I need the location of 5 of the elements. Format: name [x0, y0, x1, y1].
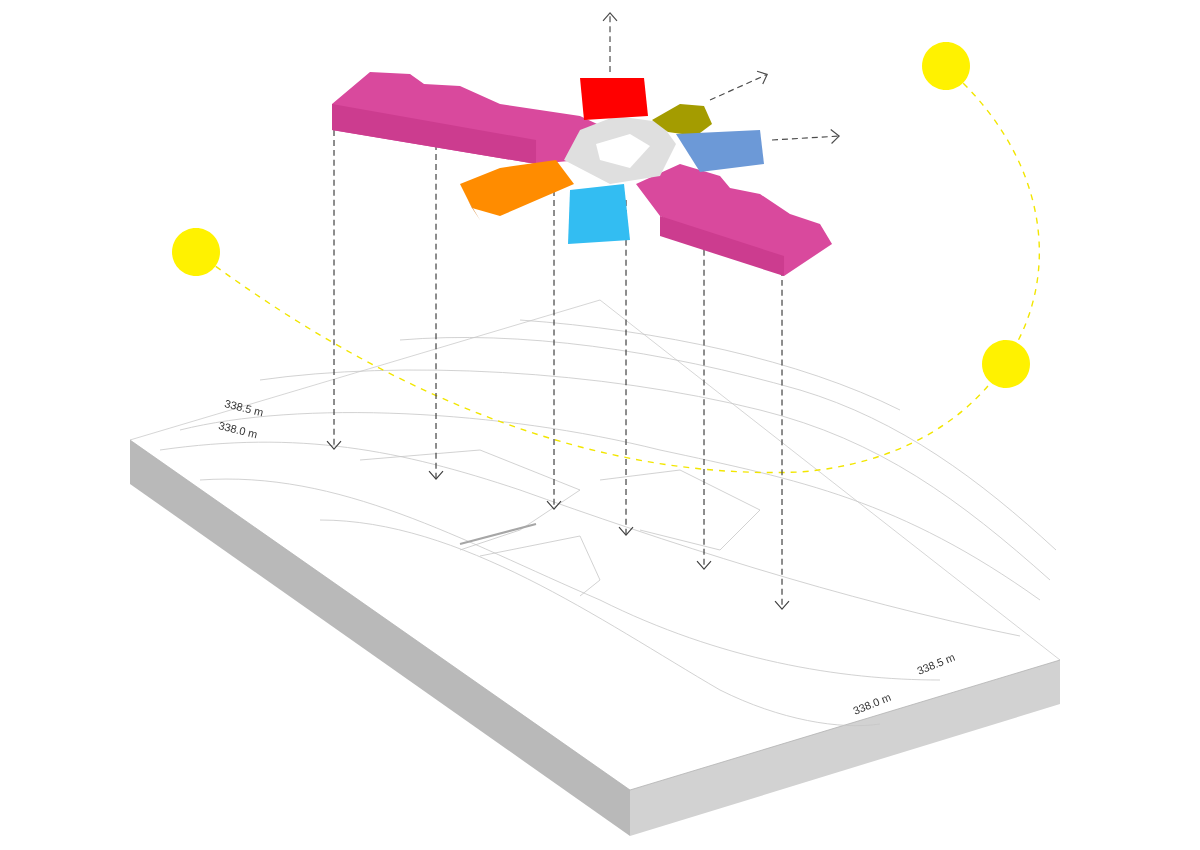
- sun-path: [962, 82, 1040, 344]
- sun-circle: [982, 340, 1030, 388]
- sun-circle: [922, 42, 970, 90]
- sun-circle: [172, 228, 220, 276]
- sun-path: [215, 265, 992, 473]
